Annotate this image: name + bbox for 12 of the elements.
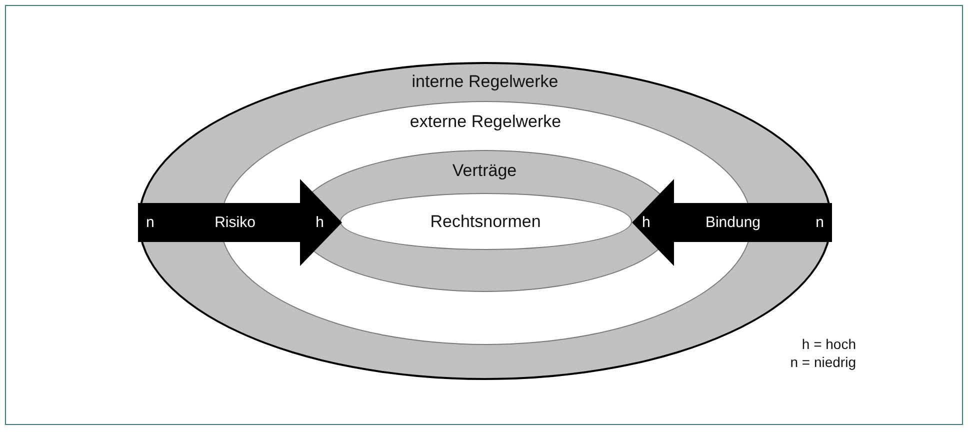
arrow-label: Risiko [214, 214, 256, 231]
ring-label: interne Regelwerke [410, 72, 560, 92]
arrow-label: Bindung [705, 214, 761, 231]
arrow-label: h [642, 214, 650, 231]
legend-note: n = niedrig [790, 354, 856, 370]
ring-label: externe Regelwerke [408, 112, 562, 132]
ring-label: Rechtsnormen [429, 212, 542, 232]
arrow-label: n [146, 214, 154, 231]
arrow-label: h [316, 214, 324, 231]
arrow-label: n [816, 214, 824, 231]
legend-note: h = hoch [802, 336, 856, 352]
ring-label: Verträge [451, 160, 518, 180]
